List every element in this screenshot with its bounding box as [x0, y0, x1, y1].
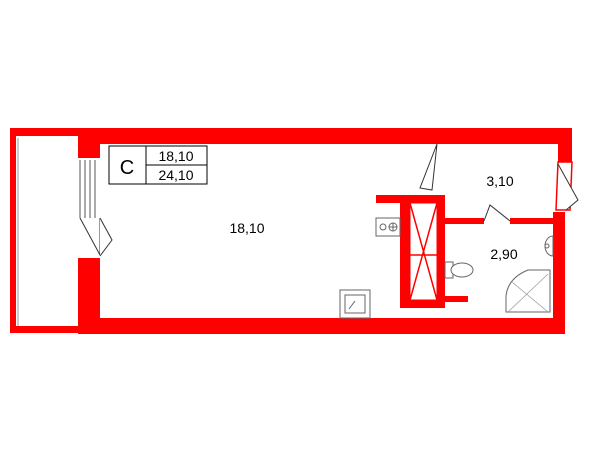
outer-walls [78, 128, 572, 334]
toilet [444, 261, 474, 279]
apartment-type-letter: С [120, 157, 134, 179]
hallway-area: 3,10 [486, 173, 513, 189]
total-area-value: 24,10 [158, 167, 193, 183]
main-room-area: 18,10 [229, 220, 264, 236]
washbasin [544, 235, 554, 257]
kitchen-stove [375, 217, 401, 237]
kitchen-sink [339, 289, 371, 319]
balcony [10, 128, 78, 333]
area-table: С 18,10 24,10 [108, 145, 208, 185]
wardrobe [409, 202, 438, 301]
interior-walls [376, 195, 558, 308]
balcony-window [79, 160, 113, 257]
bathroom-area: 2,90 [490, 246, 517, 262]
living-area-value: 18,10 [158, 148, 193, 164]
bathroom-door [483, 204, 511, 222]
entrance-door [419, 143, 579, 211]
shower-cabin [505, 269, 551, 313]
